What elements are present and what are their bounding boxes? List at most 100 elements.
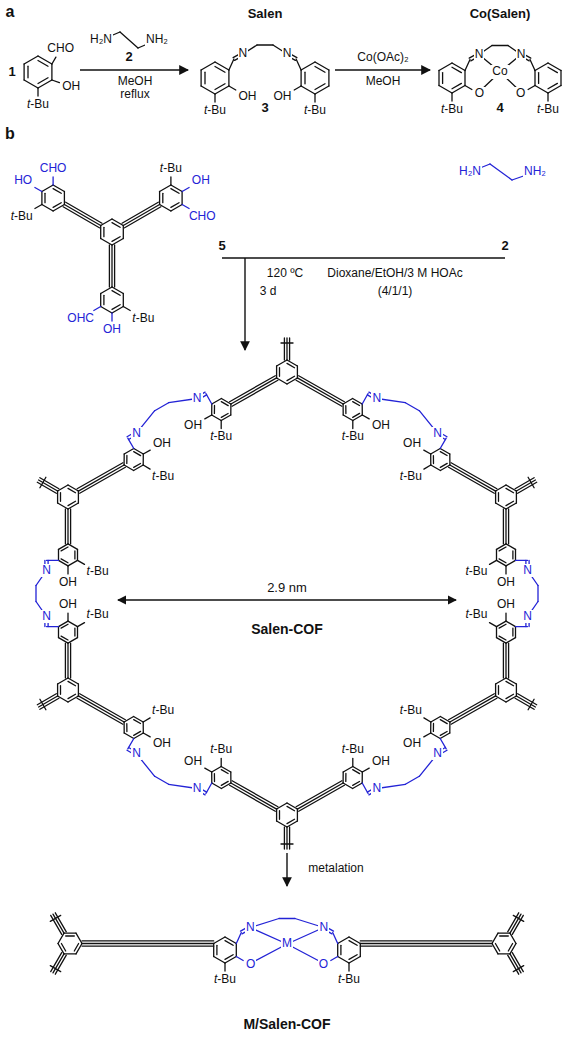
chem-bond — [449, 694, 495, 720]
atom-label: t-Bu — [341, 430, 365, 443]
condition-label: 120 ºC — [266, 267, 304, 280]
chem-bond — [430, 722, 431, 733]
chem-bond — [360, 943, 492, 944]
chem-bond — [24, 56, 38, 64]
chem-bond — [287, 363, 295, 367]
chem-bond — [112, 307, 123, 314]
atom-label: OH — [183, 419, 203, 432]
chem-bond — [506, 485, 516, 491]
chem-bond — [294, 86, 301, 90]
chem-bond — [431, 449, 441, 455]
chem-bond — [59, 621, 69, 627]
atom-label: OH — [238, 90, 258, 103]
chem-bond — [134, 731, 141, 735]
chem-bond — [100, 226, 101, 239]
chem-bond — [221, 421, 222, 429]
chem-bond — [513, 915, 523, 921]
compound-number: 5 — [217, 239, 226, 253]
chem-bond — [231, 378, 277, 404]
label-slot: N — [522, 610, 533, 623]
chem-bond — [230, 376, 276, 402]
chem-bond — [452, 83, 461, 88]
chem-bond — [492, 944, 498, 954]
atom-label: N — [318, 921, 329, 934]
chem-bond — [67, 613, 68, 621]
chem-bond — [496, 627, 497, 638]
chem-bond — [38, 61, 48, 67]
label-slot: N — [131, 427, 142, 440]
chem-bond — [230, 785, 276, 811]
chem-bond — [124, 733, 134, 739]
label-slot: MeOH reflux — [111, 75, 159, 101]
label-slot: N — [238, 47, 249, 60]
chem-bond — [53, 189, 61, 194]
label-slot: M/Salen-COF — [242, 1017, 331, 1032]
chem-bond — [287, 376, 295, 380]
chem-bond — [58, 933, 64, 943]
chem-bond — [439, 63, 452, 71]
label-slot: t-Bu — [151, 704, 175, 717]
atom-label: t-Bu — [337, 973, 361, 986]
chem-bond — [505, 509, 506, 544]
chem-bond — [337, 944, 338, 957]
chem-bond — [126, 724, 127, 732]
chem-bond — [287, 378, 297, 384]
chem-bond — [424, 450, 431, 454]
chem-bond — [77, 463, 123, 489]
chem-bond — [61, 636, 68, 640]
chem-bond — [352, 759, 353, 767]
chem-bond — [301, 62, 315, 70]
chem-bond — [450, 696, 496, 722]
chem-bond — [338, 937, 349, 944]
chem-bond — [315, 86, 329, 94]
chem-bond — [52, 57, 56, 64]
chem-bond — [65, 509, 66, 544]
atom-label: OH — [102, 323, 122, 336]
label-slot: N — [192, 392, 203, 405]
label-slot: CHO — [188, 210, 217, 223]
chem-bond — [433, 456, 434, 464]
reaction-arrow — [80, 69, 188, 70]
chem-bond — [510, 944, 516, 954]
atom-label: t-Bu — [464, 565, 488, 578]
chem-bond — [331, 957, 338, 961]
chem-bond — [27, 66, 28, 78]
chem-bond — [57, 491, 58, 503]
chem-bond — [68, 503, 78, 509]
chem-bond — [497, 544, 507, 550]
chem-bond — [297, 366, 298, 378]
chem-bond — [214, 937, 225, 944]
chem-bond — [279, 368, 280, 377]
label-slot: HO — [13, 174, 33, 187]
atom-label: t-Bu — [303, 104, 327, 117]
chem-bond — [286, 827, 287, 849]
label-slot: NH₂ — [145, 33, 169, 46]
chem-bond — [492, 45, 508, 46]
chem-bond — [65, 643, 66, 678]
atom-label: t-Bu — [26, 98, 50, 111]
chem-bond — [82, 940, 214, 941]
chem-bond — [123, 226, 124, 239]
label-slot: t-Bu — [341, 743, 365, 756]
chem-bond — [497, 638, 507, 644]
chem-bond — [68, 560, 78, 566]
chem-bond — [35, 586, 36, 602]
chem-bond — [236, 944, 237, 957]
chem-bond — [465, 60, 470, 71]
atom-label: OH — [152, 437, 172, 450]
atom-label: N — [522, 564, 533, 577]
chem-bond — [74, 628, 75, 636]
chem-bond — [505, 566, 506, 574]
chem-bond — [42, 185, 53, 192]
chem-bond — [212, 783, 222, 789]
label-slot: t-Bu — [26, 98, 50, 111]
chem-bond — [506, 621, 516, 627]
chem-bond — [64, 932, 76, 933]
chem-bond — [225, 941, 233, 946]
chem-bond — [67, 643, 68, 678]
chem-bond — [465, 86, 472, 90]
chem-bond — [498, 493, 499, 502]
atom-label: t-Bu — [86, 565, 110, 578]
atom-label: t-Bu — [209, 430, 233, 443]
chem-bond — [66, 935, 75, 936]
